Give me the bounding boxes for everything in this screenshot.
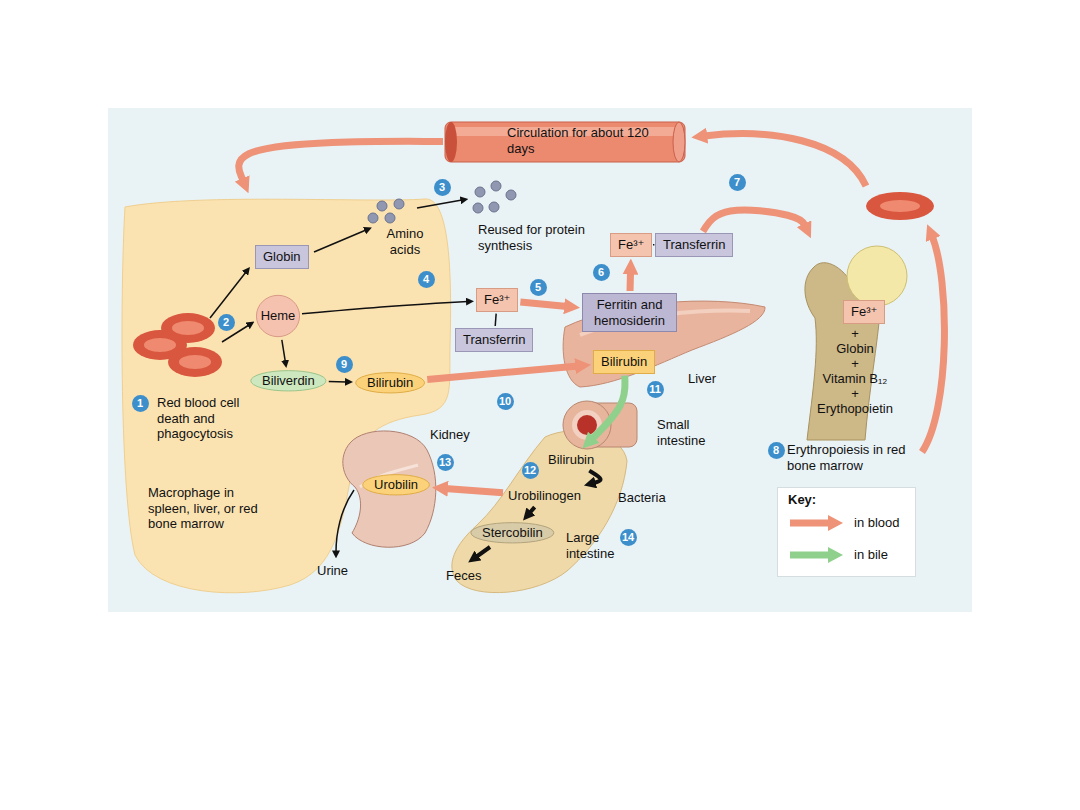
legend-row: in bile — [788, 546, 913, 564]
node-text: Bilirubin — [367, 375, 413, 391]
callout-number: 11 — [647, 381, 664, 398]
pigment-label: Bilirubin — [545, 450, 597, 470]
note-label: Erythropoiesis in red bone marrow — [787, 442, 912, 473]
red-blood-cells — [133, 192, 934, 377]
callout-number: 3 — [434, 179, 451, 196]
note-label: Key: — [788, 492, 828, 508]
note-label: Feces — [446, 568, 486, 584]
node-text: Stercobilin — [482, 525, 543, 541]
amino-acid-dots — [368, 181, 516, 223]
pigment-label: Urobilinogen — [505, 486, 584, 506]
flow-arrow — [302, 302, 468, 314]
callout-number: 9 — [336, 356, 353, 373]
note-label: Urine — [317, 563, 357, 579]
globin-box: Globin — [255, 245, 309, 269]
region-label: Erythopoietin — [805, 401, 905, 417]
callout-number: 14 — [620, 529, 637, 546]
flow-arrow — [589, 471, 600, 483]
node-text: Bilirubin — [601, 354, 647, 370]
transferrin-box: Transferrin — [455, 328, 533, 352]
flow-arrow — [427, 366, 578, 380]
flow-arrow — [627, 271, 634, 291]
node-text: Ferritin and hemosiderin — [590, 297, 669, 328]
pathway-arrows — [210, 134, 944, 557]
callout-number: 8 — [768, 442, 785, 459]
kidney: KidneyUrobilin — [330, 425, 460, 550]
note-label: Amino acids — [380, 226, 430, 257]
node-text: Transferrin — [663, 237, 725, 253]
region-label: Liver — [688, 371, 738, 387]
callout-number: 12 — [522, 462, 539, 479]
callout-number: 7 — [729, 174, 746, 191]
heme-circle: Heme — [256, 294, 300, 338]
region-label: Large intestine — [566, 530, 626, 561]
bone: +Globin+Vitamin B₁₂+ErythopoietinFe³⁺ — [785, 240, 935, 445]
region-label: Kidney — [430, 427, 480, 443]
flow-arrow — [520, 302, 567, 307]
node-text: Urobilinogen — [508, 488, 581, 504]
note-label: Bacteria — [618, 490, 678, 506]
blood-vessel: Circulation for about 120 days — [445, 120, 685, 164]
callout-number: 10 — [497, 393, 514, 410]
flow-arrow — [282, 340, 285, 362]
liver: Liver Ferritin and hemosiderinBilirubin — [560, 295, 770, 395]
stercobilin-ellipse: Stercobilin — [470, 522, 555, 544]
bilirubin-box: Bilirubin — [593, 350, 655, 374]
node-text: Globin — [263, 249, 301, 265]
legend-text: in bile — [854, 547, 888, 562]
iron-box: Fe³⁺ — [610, 233, 652, 257]
storage-box: Ferritin and hemosiderin — [582, 293, 677, 332]
bilirubin-ellipse: Bilirubin — [355, 372, 425, 394]
flow-arrow — [239, 141, 443, 181]
flow-arrow — [703, 210, 806, 231]
callout-number: 2 — [218, 314, 235, 331]
flow-arrow — [329, 381, 347, 383]
iron-box: Fe³⁺ — [476, 288, 518, 312]
panel — [108, 108, 972, 612]
callout-number: 6 — [593, 264, 610, 281]
callout-number: 1 — [132, 395, 149, 412]
region-label: + — [805, 386, 905, 402]
note-label: Red blood cell death and phagocytosis — [157, 395, 272, 442]
node-text: Transferrin — [463, 332, 525, 348]
flow-arrow — [445, 488, 503, 492]
region-label: + — [805, 326, 905, 342]
region-label: + — [805, 356, 905, 372]
region-label: Small intestine — [657, 417, 727, 448]
region-label: Globin — [805, 341, 905, 357]
callout-number: 13 — [437, 454, 454, 471]
callout-number: 4 — [418, 271, 435, 288]
flow-arrow — [494, 314, 496, 326]
node-text: Bilirubin — [548, 452, 594, 468]
iron-box: Fe³⁺ — [843, 300, 885, 324]
callout-number: 5 — [530, 279, 547, 296]
node-text: Fe³⁺ — [618, 237, 644, 253]
legend-text: in blood — [854, 515, 900, 530]
intestine: Small intestineLarge intestine BilirubinU… — [445, 395, 725, 595]
legend-swatch — [788, 546, 844, 564]
flow-arrow — [591, 376, 625, 440]
node-text: Urobilin — [374, 477, 418, 493]
transferrin-box: Transferrin — [655, 233, 733, 257]
node-text: Heme — [261, 308, 296, 324]
node-text: Biliverdin — [262, 373, 315, 389]
node-text: Fe³⁺ — [851, 304, 877, 320]
region-label: Circulation for about 120 days — [507, 125, 657, 156]
legend-row: in blood — [788, 514, 913, 532]
flow-arrow — [529, 507, 534, 513]
note-label: Reused for protein synthesis — [478, 222, 603, 253]
urobilin-ellipse: Urobilin — [362, 474, 430, 496]
legend-swatch — [788, 514, 844, 532]
region-label: Macrophage in spleen, liver, or red bone… — [148, 485, 278, 532]
biliverdin-ellipse: Biliverdin — [250, 370, 327, 392]
region-label: Vitamin B₁₂ — [805, 371, 905, 387]
node-text: Fe³⁺ — [484, 292, 510, 308]
